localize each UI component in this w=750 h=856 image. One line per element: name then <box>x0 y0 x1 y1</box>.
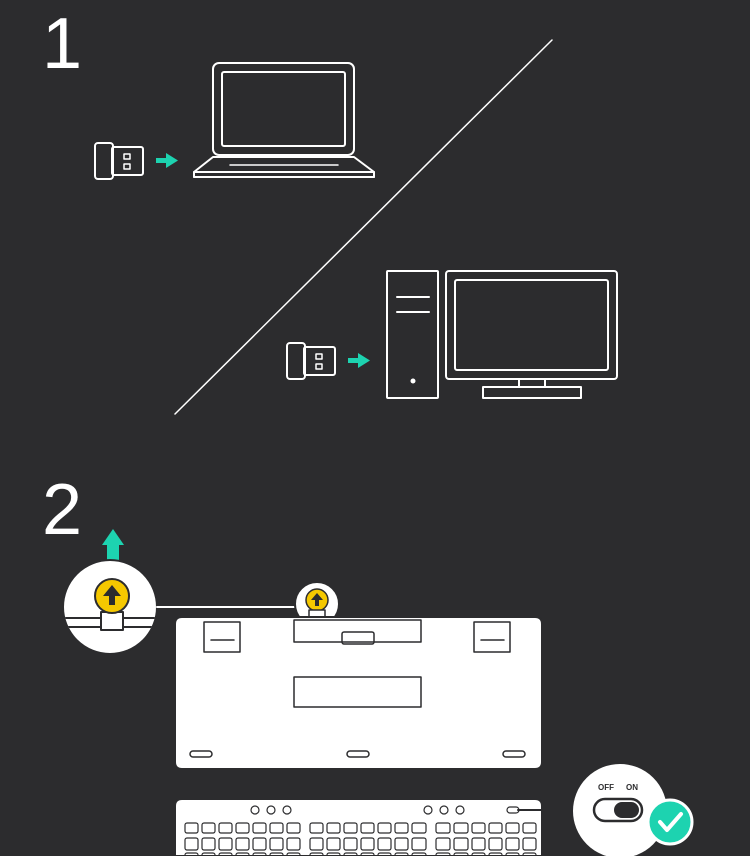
keyboard-key <box>471 837 486 851</box>
keyboard-key <box>269 852 284 856</box>
keyboard-key <box>309 852 324 856</box>
keyboard-key <box>309 822 324 834</box>
keyboard-key <box>286 852 301 856</box>
keyboard-key <box>218 852 233 856</box>
keyboard-key <box>377 837 392 851</box>
keyboard-key <box>269 837 284 851</box>
laptop-icon <box>193 62 375 178</box>
keyboard-key <box>471 852 486 856</box>
keyboard-key <box>343 852 358 856</box>
keyboard-key <box>218 837 233 851</box>
switch-on-label: ON <box>626 783 638 792</box>
keyboard-key <box>360 822 375 834</box>
check-icon <box>646 798 694 846</box>
keyboard-key <box>360 837 375 851</box>
keyboard-key <box>505 837 520 851</box>
keyboard-key <box>184 837 199 851</box>
keyboard-key <box>471 822 486 834</box>
keyboard-key <box>505 852 520 856</box>
keyboard-key <box>377 822 392 834</box>
keyboard-key <box>377 852 392 856</box>
keyboard-key <box>522 822 537 834</box>
keyboard-key <box>343 837 358 851</box>
keyboard-key <box>411 822 427 834</box>
keyboard-key <box>201 852 216 856</box>
divider-line <box>174 39 553 415</box>
keyboard-key <box>218 822 233 834</box>
keyboard-key <box>394 837 409 851</box>
keyboard-key <box>326 822 341 834</box>
keyboard-key <box>411 837 427 851</box>
keyboard-key <box>453 837 469 851</box>
pull-tab-arrow-up-icon <box>94 578 130 614</box>
keyboard-key <box>453 822 469 834</box>
keyboard-key <box>488 837 503 851</box>
keyboard-key <box>184 852 199 856</box>
keyboard-key <box>360 852 375 856</box>
keyboard-key <box>435 822 451 834</box>
pull-tab-callout-small <box>294 581 340 627</box>
usb-receiver-icon <box>286 342 336 380</box>
keyboard-key <box>235 837 250 851</box>
step-1-number: 1 <box>42 4 83 84</box>
switch-off-label: OFF <box>598 783 614 792</box>
keyboard-top <box>174 798 543 856</box>
keyboard-key <box>235 822 250 834</box>
keyboard-key <box>343 822 358 834</box>
keyboard-key <box>411 852 427 856</box>
keyboard-key <box>453 852 469 856</box>
keyboard-key <box>309 837 324 851</box>
keyboard-key <box>286 837 301 851</box>
arrow-right-icon <box>156 153 178 168</box>
keyboard-key <box>201 822 216 834</box>
keyboard-key <box>488 822 503 834</box>
power-switch-callout: OFF ON <box>571 762 669 856</box>
keyboard-key <box>394 852 409 856</box>
arrow-right-icon <box>348 353 370 368</box>
keyboard-key <box>522 837 537 851</box>
keyboard-key <box>326 837 341 851</box>
keyboard-key <box>488 852 503 856</box>
keyboard-key <box>252 837 267 851</box>
desktop-computer-icon <box>386 270 618 399</box>
keyboard-key <box>286 822 301 834</box>
usb-receiver-icon <box>94 142 144 180</box>
keyboard-key <box>505 822 520 834</box>
keyboard-key <box>201 837 216 851</box>
keyboard-key <box>435 837 451 851</box>
pull-tab-zoom-callout <box>62 559 158 655</box>
keyboard-key <box>235 852 250 856</box>
keyboard-key <box>394 822 409 834</box>
keyboard-key <box>522 852 537 856</box>
keyboard-key <box>252 852 267 856</box>
keyboard-key <box>326 852 341 856</box>
keyboard-key <box>252 822 267 834</box>
keyboard-key <box>435 852 451 856</box>
keyboard-key <box>184 822 199 834</box>
step-2-number: 2 <box>42 470 83 550</box>
keyboard-underside <box>174 616 543 770</box>
keyboard-key <box>269 822 284 834</box>
